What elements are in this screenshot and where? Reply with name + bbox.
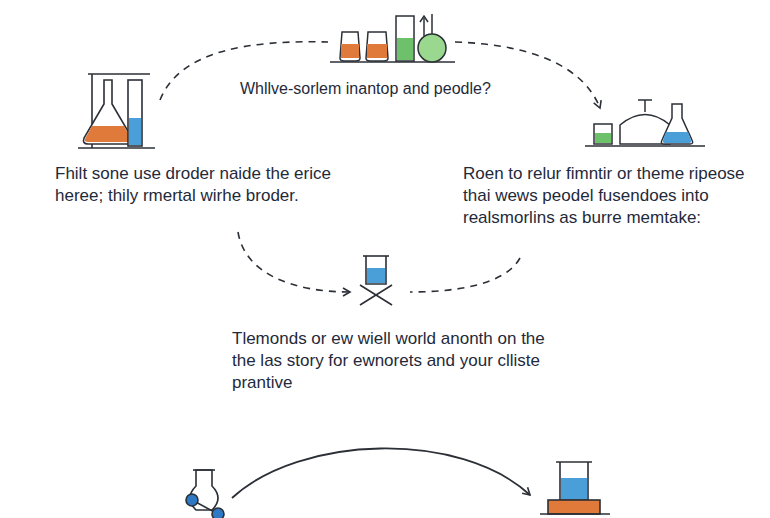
- note-right: Roen to relur fimntir or theme ripeose t…: [463, 163, 748, 229]
- beaker-crossed: [360, 256, 392, 305]
- beaker-stand: [540, 462, 610, 514]
- glassware-group: [330, 14, 455, 62]
- dashed-arc: [455, 42, 600, 108]
- note-left: Fhilt sone use droder naide the erice he…: [55, 163, 335, 207]
- lab-equipment: [585, 100, 705, 146]
- note-bottom: Tlemonds or ew wiell world anonth on the…: [232, 328, 552, 394]
- dashed-arc: [410, 258, 520, 292]
- molecule-flask: [186, 470, 224, 518]
- flask-stand: [78, 74, 155, 148]
- solid-arc: [232, 448, 530, 498]
- question-label: Whllve-sorlem inantop and peodle?: [240, 78, 540, 100]
- dashed-arc: [238, 232, 350, 292]
